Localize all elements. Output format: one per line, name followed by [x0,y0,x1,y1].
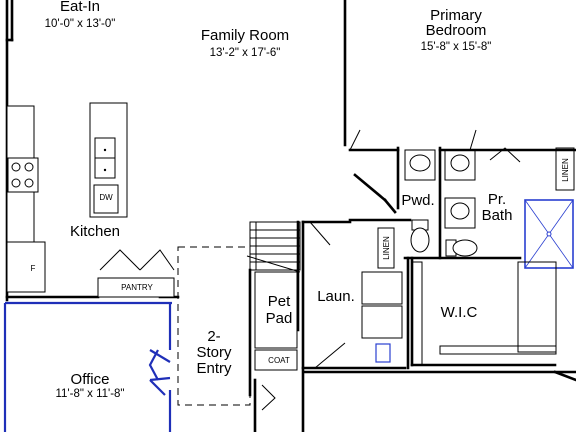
bath-sink-2 [444,197,476,229]
linen-bath-label: LINEN [561,158,570,182]
dryer [361,305,403,339]
coat-closet [254,349,298,371]
laundry-name: Laun. [317,288,355,305]
linen-closet-bath [555,147,575,191]
walls: F DW PANTRY [3,0,576,432]
dishwasher [93,184,119,214]
wic-name: W.I.C [441,304,478,321]
pantry [97,277,175,298]
primary-bedroom-name-2: Bedroom [426,22,487,39]
eat-in-dims: 10'-0" x 13'-0" [45,18,116,30]
dishwasher-label: DW [99,193,113,202]
family-room-name: Family Room [201,27,289,44]
pet-pad-name-2: Pad [266,310,293,327]
family-room-dims: 13'-2" x 17'-6" [210,47,281,59]
kitchen-name: Kitchen [70,223,120,240]
fridge [6,241,46,293]
bath-toilet [452,239,478,257]
entry-open-to-above [177,246,251,406]
pantry-label: PANTRY [121,283,153,292]
pwd-toilet [410,227,430,253]
laundry-sink [375,343,391,363]
pet-pad-name-1: Pet [268,293,291,310]
office-name: Office [71,371,110,388]
pr-bath-name-1: Pr. [488,191,506,208]
entry-name-3: Entry [196,360,232,377]
pwd-name: Pwd. [401,192,434,209]
washer [361,271,403,305]
pet-pad [254,271,298,349]
eat-in-name: Eat-In [60,0,100,15]
linen-laundry-label: LINEN [382,236,391,260]
fridge-label: F [31,264,36,273]
primary-bedroom-dims: 15'-8" x 15'-8" [421,41,492,53]
entry-name-1: 2- [207,328,220,345]
entry-name-2: Story [196,344,232,361]
coat-label: COAT [268,356,290,365]
primary-bedroom-name-1: Primary [430,7,482,24]
pr-bath-name-2: Bath [482,207,513,224]
room-labels: Eat-In 10'-0" x 13'-0" Family Room 13'-2… [45,0,513,400]
linen-closet-laundry [377,227,395,269]
stove [7,157,39,193]
kitchen-island [89,102,128,218]
office-dims: 11'-8" x 11'-8" [55,388,124,400]
